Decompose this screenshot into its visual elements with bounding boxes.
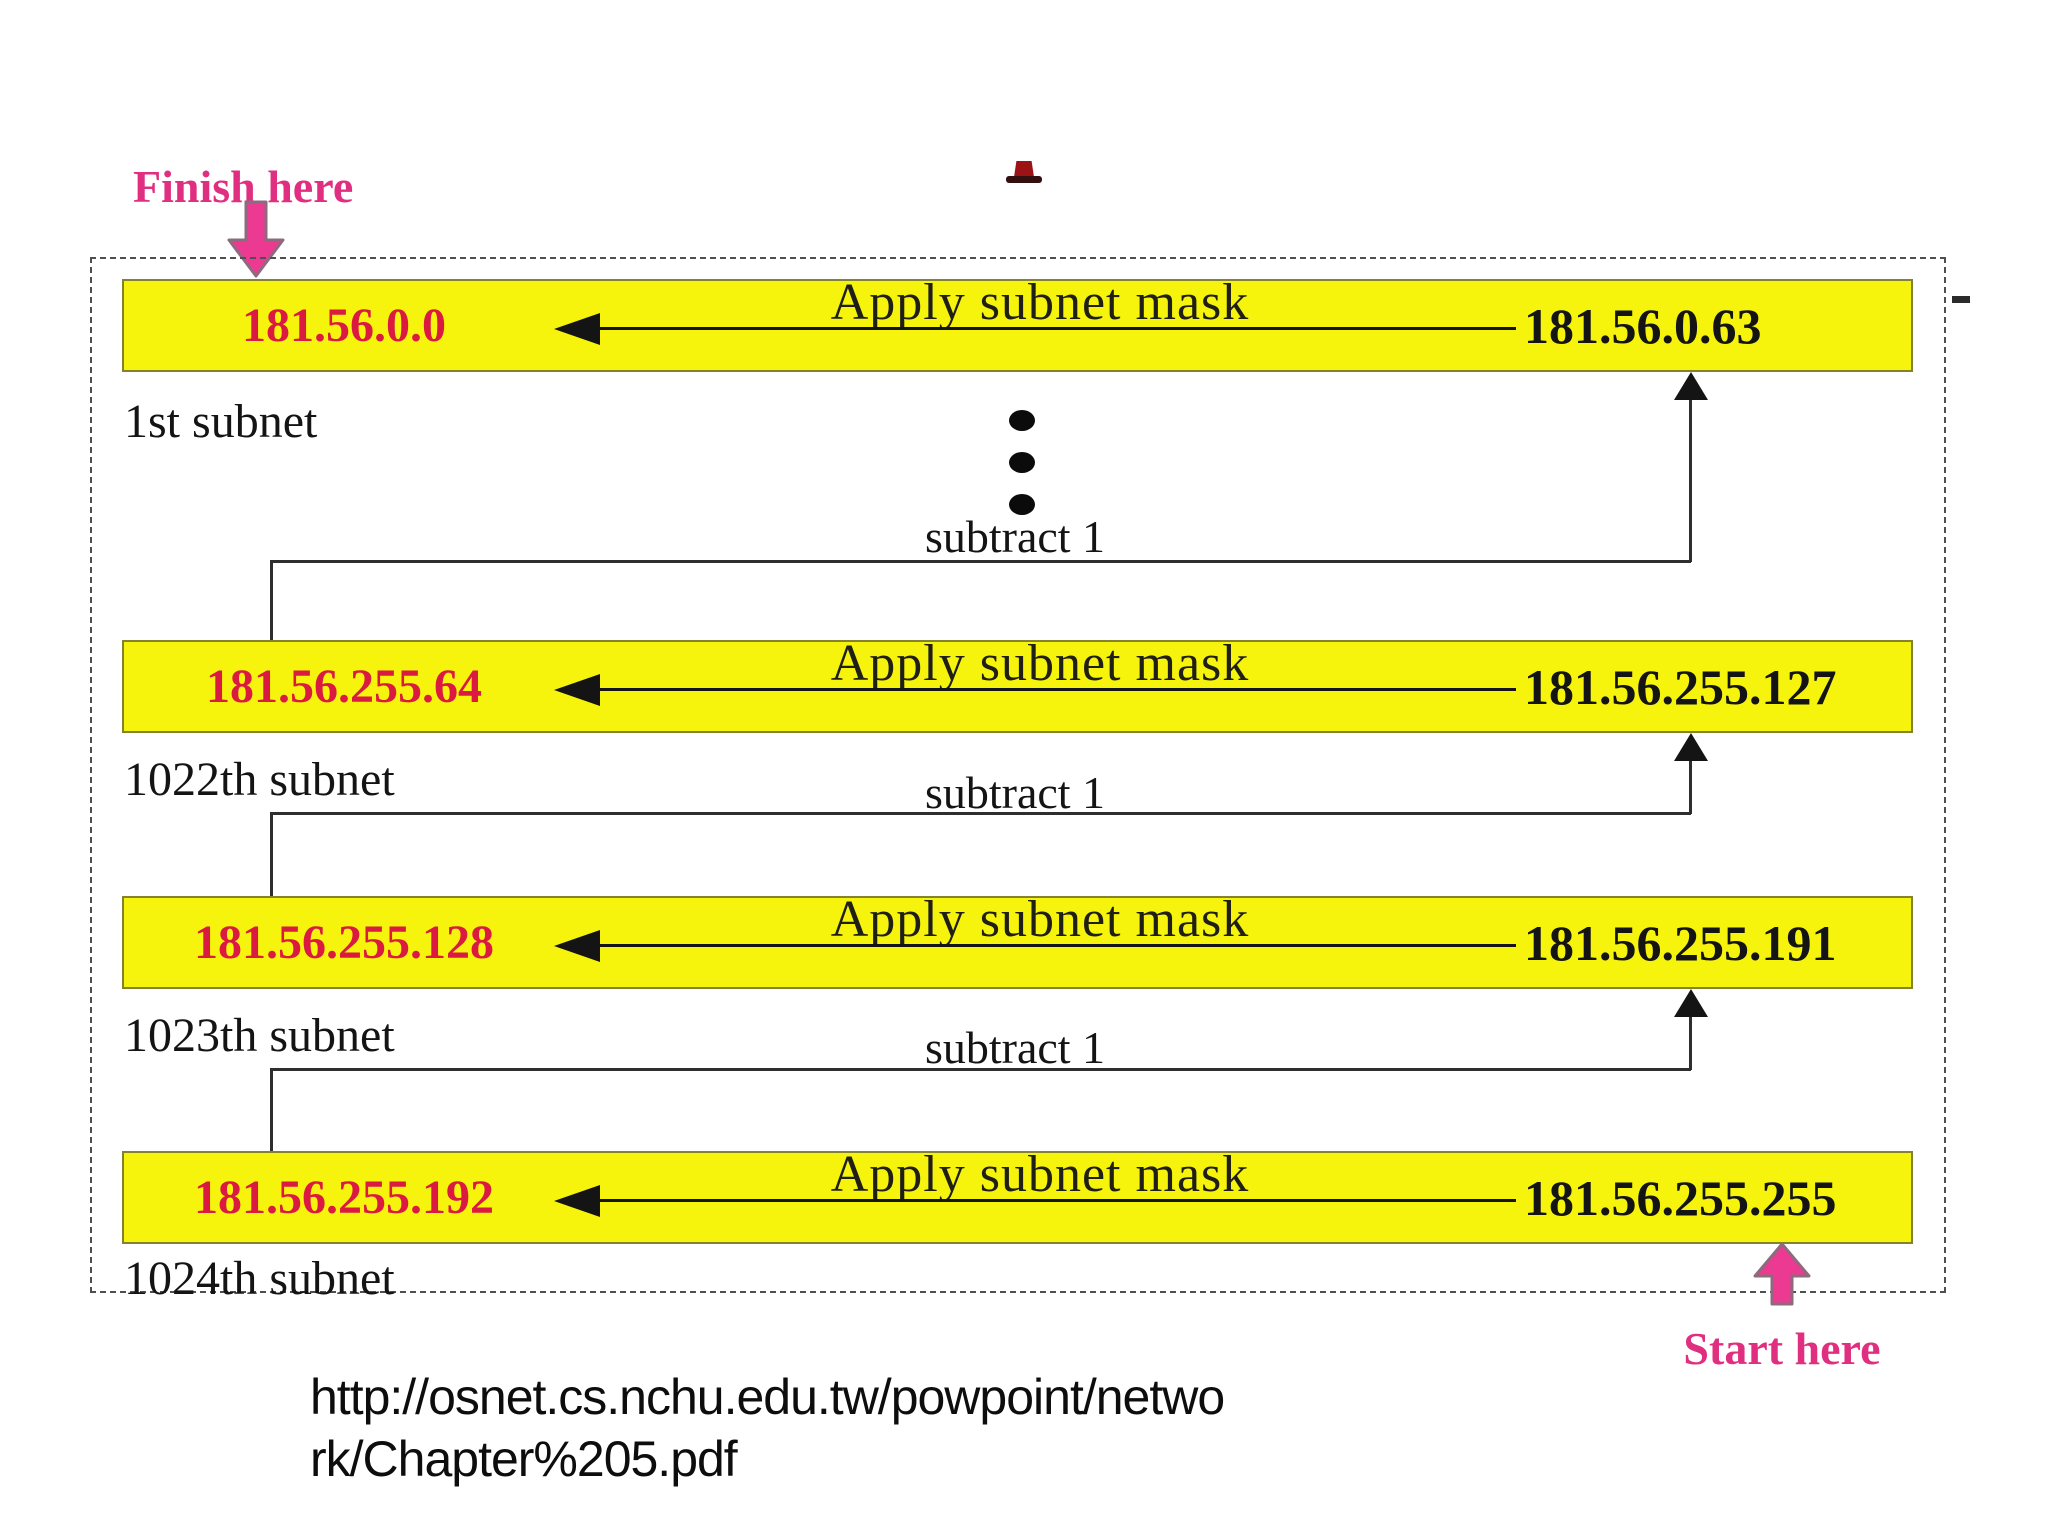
source-url-line-1: http://osnet.cs.nchu.edu.tw/powpoint/net… xyxy=(310,1369,1225,1425)
start-here-label: Start here xyxy=(1683,1323,1881,1374)
connector-arrow-shaft xyxy=(1689,757,1692,814)
connector-line-vertical xyxy=(270,560,273,642)
broadcast-address: 181.56.0.63 xyxy=(1524,297,1762,354)
apply-subnet-mask-label: Apply subnet mask xyxy=(830,635,1250,692)
network-address: 181.56.255.192 xyxy=(194,1171,494,1224)
red-artifact-base xyxy=(1006,176,1042,183)
bar-middle: Apply subnet mask xyxy=(554,1146,1516,1242)
connector-line-horizontal xyxy=(270,812,1691,815)
up-arrowhead-icon xyxy=(1674,733,1708,761)
finish-here-label: Finish here xyxy=(133,161,354,212)
broadcast-address: 181.56.255.255 xyxy=(1524,1169,1837,1226)
mask-arrow-shaft xyxy=(594,327,1516,330)
apply-subnet-mask-label: Apply subnet mask xyxy=(830,891,1250,948)
subnet-label: 1024th subnet xyxy=(124,1252,395,1305)
mask-arrow-shaft xyxy=(594,688,1516,691)
subnet-bar-4: 181.56.255.192 Apply subnet mask 181.56.… xyxy=(122,1146,1913,1244)
dashed-frame xyxy=(90,257,1946,1293)
source-url: http://osnet.cs.nchu.edu.tw/powpoint/net… xyxy=(310,1366,1225,1490)
vertical-ellipsis-icon xyxy=(1009,410,1035,431)
apply-subnet-mask-label: Apply subnet mask xyxy=(830,1146,1250,1203)
network-address: 181.56.0.0 xyxy=(242,299,446,352)
up-arrowhead-icon xyxy=(1674,989,1708,1017)
subtract-1-label: subtract 1 xyxy=(924,1022,1106,1073)
connector-line-vertical xyxy=(270,812,273,898)
red-artifact-cap xyxy=(1014,161,1034,177)
left-arrowhead-icon xyxy=(554,313,600,345)
red-artifact-mark xyxy=(1006,161,1042,183)
broadcast-address: 181.56.255.127 xyxy=(1524,658,1837,715)
subtract-1-label: subtract 1 xyxy=(924,767,1106,818)
broadcast-address: 181.56.255.191 xyxy=(1524,914,1837,971)
network-address: 181.56.255.64 xyxy=(206,660,482,713)
subtract-1-label: subtract 1 xyxy=(924,511,1106,562)
connector-line-horizontal xyxy=(270,560,1691,563)
subnet-bar-1: 181.56.0.0 Apply subnet mask 181.56.0.63 xyxy=(122,274,1913,372)
connector-line-horizontal xyxy=(270,1068,1691,1071)
source-url-line-2: rk/Chapter%205.pdf xyxy=(310,1431,738,1487)
subnet-bar-2: 181.56.255.64 Apply subnet mask 181.56.2… xyxy=(122,635,1913,733)
network-address: 181.56.255.128 xyxy=(194,916,494,969)
left-arrowhead-icon xyxy=(554,930,600,962)
subnet-bar-3: 181.56.255.128 Apply subnet mask 181.56.… xyxy=(122,891,1913,989)
apply-subnet-mask-label: Apply subnet mask xyxy=(830,274,1250,331)
start-here-arrow-icon xyxy=(1753,1242,1811,1306)
mask-arrow-shaft xyxy=(594,944,1516,947)
left-arrowhead-icon xyxy=(554,1185,600,1217)
connector-line-vertical xyxy=(270,1068,273,1153)
frame-tick-mark xyxy=(1952,296,1970,303)
bar-middle: Apply subnet mask xyxy=(554,635,1516,731)
left-arrowhead-icon xyxy=(554,674,600,706)
mask-arrow-shaft xyxy=(594,1199,1516,1202)
up-arrowhead-icon xyxy=(1674,372,1708,400)
connector-arrow-shaft xyxy=(1689,1013,1692,1070)
connector-arrow-shaft xyxy=(1689,396,1692,562)
vertical-ellipsis-icon xyxy=(1009,452,1035,473)
bar-middle: Apply subnet mask xyxy=(554,891,1516,987)
subnet-label: 1022th subnet xyxy=(124,753,395,806)
vertical-ellipsis-icon xyxy=(1009,494,1035,515)
subnet-label: 1023th subnet xyxy=(124,1009,395,1062)
subnet-label: 1st subnet xyxy=(124,395,318,448)
bar-middle: Apply subnet mask xyxy=(554,274,1516,370)
